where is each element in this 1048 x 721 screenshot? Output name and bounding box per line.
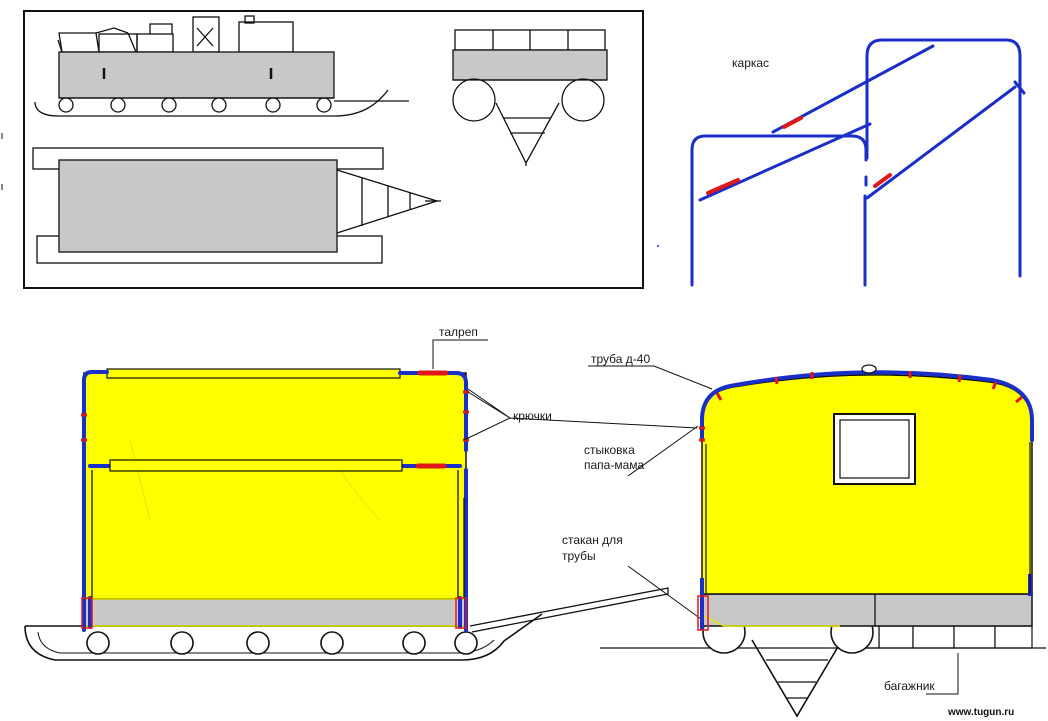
turnbuckle-label: талреп [439,325,478,339]
frame-skeleton [657,38,1026,287]
side-view-detailed [24,368,669,661]
socket-label-line2: трубы [562,549,596,563]
joint-label-line2: папа-мама [584,458,645,472]
watermark: www.tugun.ru [947,707,1014,718]
socket-label-line1: стакан для [562,533,623,547]
hooks-label: крючки [513,409,552,423]
side-view-sketch [34,15,409,117]
joint-label-line1: стыковка [584,443,635,457]
trunk-label: багажник [884,679,935,693]
rear-view-detailed [600,364,1046,718]
overview-sketch-panel [23,10,644,289]
rear-view-sketch [452,29,608,166]
callout-lines [432,339,959,695]
frame-label: каркас [732,56,769,70]
top-view-sketch [32,147,441,264]
pipe-label: труба д-40 [591,352,650,366]
